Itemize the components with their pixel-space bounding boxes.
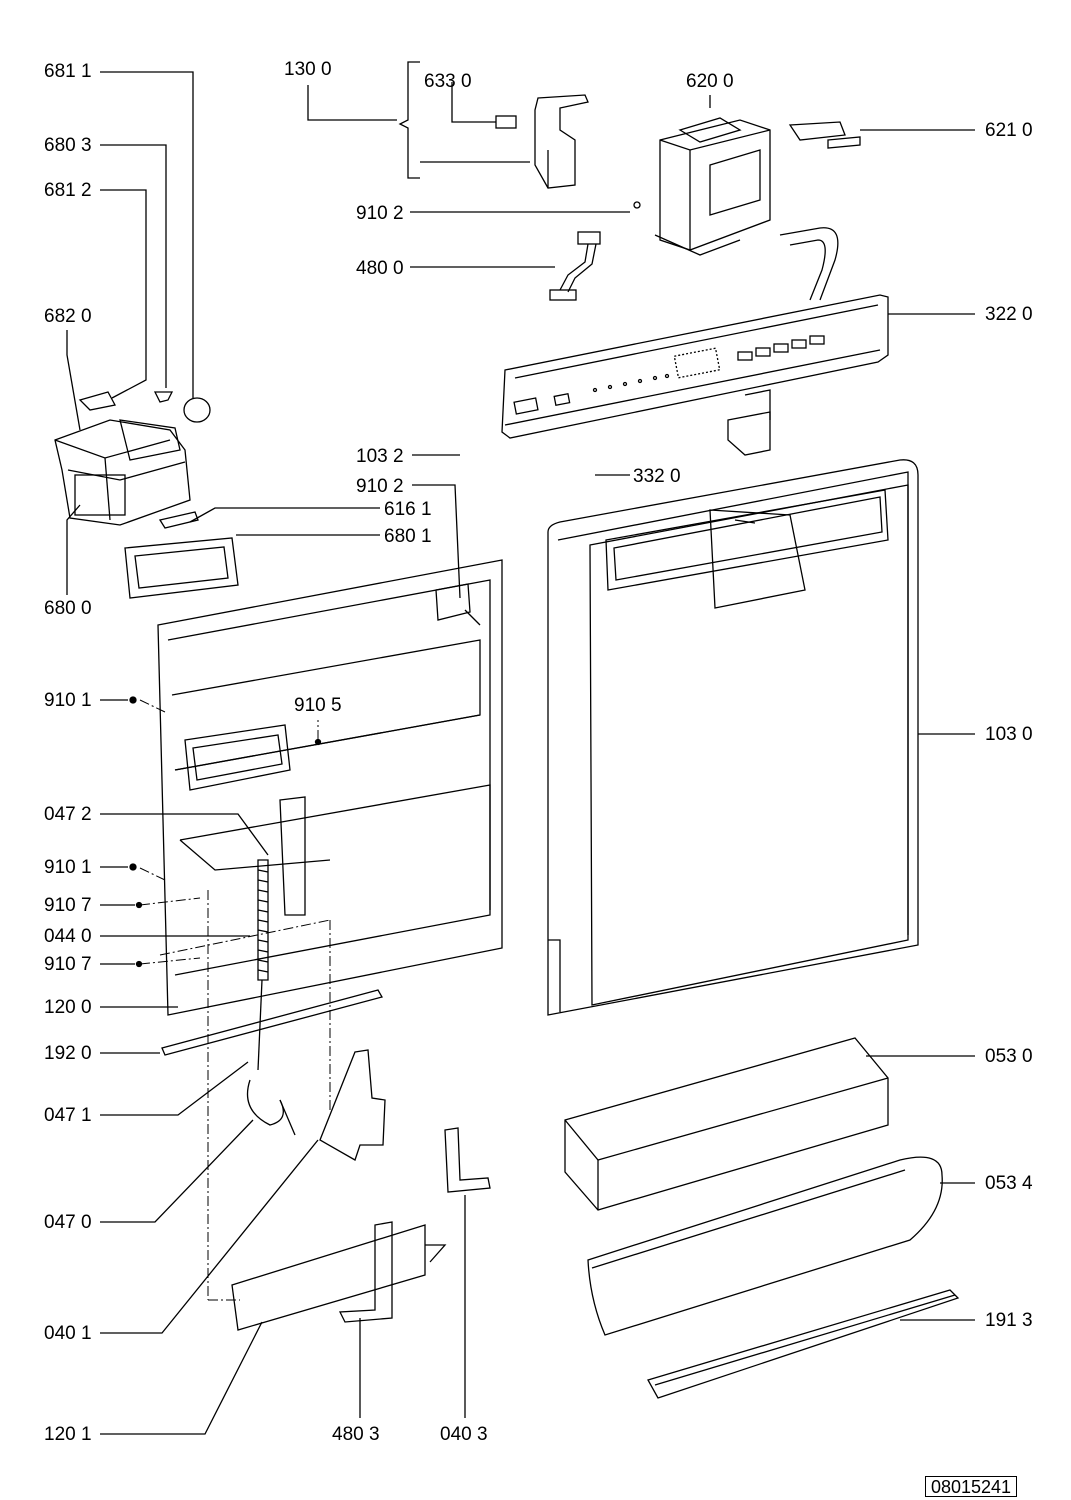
wire-harness-part <box>549 231 601 301</box>
switch-part <box>495 94 589 189</box>
part-label-681-1: 681 1 <box>44 61 92 82</box>
part-label-044-0: 044 0 <box>44 926 92 947</box>
part-label-616-1: 616 1 <box>384 499 432 520</box>
clip-part <box>444 1127 491 1193</box>
part-label-120-1: 120 1 <box>44 1424 92 1445</box>
part-label-103-0: 103 0 <box>985 724 1033 745</box>
part-label-910-7-lower: 910 7 <box>44 954 92 975</box>
part-label-910-2-mid: 910 2 <box>356 476 404 497</box>
part-label-910-1-upper: 910 1 <box>44 690 92 711</box>
part-label-047-2: 047 2 <box>44 804 92 825</box>
kick-plate-part <box>564 1037 889 1211</box>
inner-door-panel-part <box>157 559 503 1016</box>
screw-part <box>633 201 641 209</box>
screw-markers <box>129 696 322 968</box>
part-label-910-5: 910 5 <box>294 695 342 716</box>
part-label-047-1: 047 1 <box>44 1105 92 1126</box>
part-label-681-2: 681 2 <box>44 180 92 201</box>
part-label-053-4: 053 4 <box>985 1173 1033 1194</box>
part-label-621-0: 621 0 <box>985 120 1033 141</box>
hinge-bracket-part <box>319 1049 386 1161</box>
part-label-480-0: 480 0 <box>356 258 404 279</box>
part-label-910-1-lower: 910 1 <box>44 857 92 878</box>
gasket-part <box>124 537 239 599</box>
part-label-053-0: 053 0 <box>985 1046 1033 1067</box>
dispenser-part <box>54 391 211 529</box>
control-panel-part <box>501 294 889 456</box>
leader-lines <box>66 61 975 1435</box>
part-label-130-0: 130 0 <box>284 59 332 80</box>
part-label-620-0: 620 0 <box>686 71 734 92</box>
spring-part <box>246 859 296 1136</box>
part-label-680-3: 680 3 <box>44 135 92 156</box>
part-label-191-3: 191 3 <box>985 1310 1033 1331</box>
part-label-910-2-top: 910 2 <box>356 203 404 224</box>
outer-door-part <box>547 459 919 1016</box>
electronic-module-part <box>654 117 839 301</box>
bottom-bracket-part <box>231 1221 447 1331</box>
part-label-040-3: 040 3 <box>440 1424 488 1445</box>
part-label-680-1: 680 1 <box>384 526 432 547</box>
part-label-633-0: 633 0 <box>424 71 472 92</box>
part-label-047-0: 047 0 <box>44 1212 92 1233</box>
bottom-strip-part <box>647 1289 960 1399</box>
part-label-682-0: 682 0 <box>44 306 92 327</box>
part-label-322-0: 322 0 <box>985 304 1033 325</box>
part-label-040-1: 040 1 <box>44 1323 92 1344</box>
part-label-120-0: 120 0 <box>44 997 92 1018</box>
part-label-910-7-upper: 910 7 <box>44 895 92 916</box>
part-label-480-3: 480 3 <box>332 1424 380 1445</box>
plinth-cover-part <box>587 1156 943 1336</box>
part-label-332-0: 332 0 <box>633 466 681 487</box>
alignment-lines <box>139 699 331 1301</box>
rail-part <box>161 989 383 1056</box>
part-label-103-2: 103 2 <box>356 446 404 467</box>
connector-part <box>788 121 861 149</box>
part-label-192-0: 192 0 <box>44 1043 92 1064</box>
part-label-680-0: 680 0 <box>44 598 92 619</box>
document-number: 08015241 <box>925 1476 1017 1497</box>
